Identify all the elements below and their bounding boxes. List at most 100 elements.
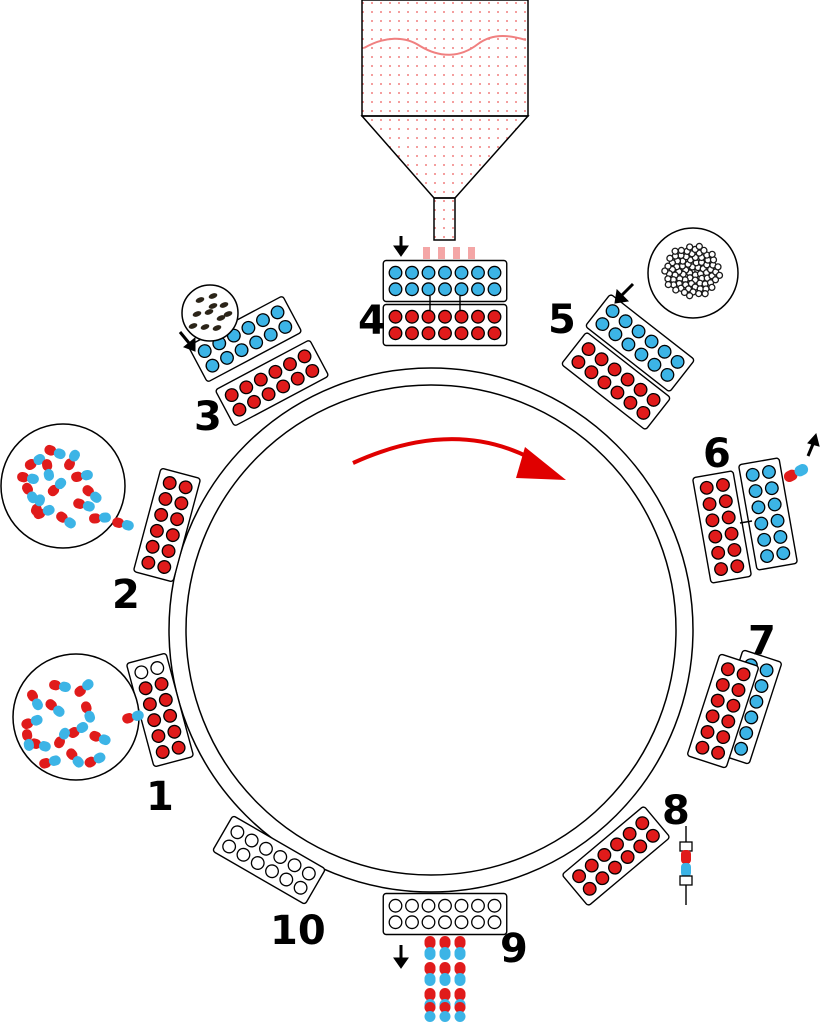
capsule-hole	[581, 342, 596, 357]
capsule-hole	[645, 828, 660, 843]
station-label-1: 1	[146, 774, 174, 820]
station-label-10: 10	[270, 908, 326, 954]
capsule-hole	[714, 562, 728, 577]
capsule-hole	[695, 740, 710, 755]
station-1-mixed-plate	[126, 652, 194, 768]
capsule-hole	[647, 357, 662, 372]
capsule-hole	[454, 915, 469, 930]
capsule-hole	[721, 510, 736, 525]
capsule-hole	[636, 405, 651, 420]
capsule-hole	[293, 880, 308, 895]
station-plates	[126, 259, 809, 1022]
capsule-hole	[265, 864, 279, 879]
capsule-hole	[236, 847, 251, 862]
capsule-hole	[388, 282, 403, 297]
capsule-hole	[646, 392, 661, 407]
capsule-icon	[17, 471, 39, 485]
station-3-blue-plate	[188, 296, 302, 382]
capsule-hole	[757, 532, 772, 547]
capsule-hole	[631, 324, 646, 339]
capsule-hole	[660, 367, 675, 382]
capsule-hole	[147, 713, 162, 728]
capsule-icon	[84, 752, 106, 768]
capsule-hole	[161, 544, 176, 558]
seed-granule	[223, 311, 233, 317]
capsule-icon	[122, 710, 144, 724]
capsule-icon	[66, 748, 84, 768]
station-4-red-plate	[382, 303, 508, 347]
capsule-hole	[622, 826, 637, 841]
capsule-hole	[644, 334, 659, 349]
capsule-hole	[764, 481, 779, 496]
capsule-icon	[27, 689, 43, 711]
turret	[168, 367, 694, 893]
capsule-hole	[249, 335, 264, 350]
capsule-hole	[239, 380, 254, 395]
capsule-hole	[471, 282, 485, 297]
capsule-hole	[487, 265, 502, 280]
capsule-hole	[471, 326, 485, 341]
capsule-icon	[41, 459, 55, 481]
capsule-icon	[64, 449, 80, 471]
capsule-hole	[232, 402, 247, 417]
hopper-icon	[360, 0, 530, 259]
capsule-hole	[597, 848, 612, 862]
capsule-icon	[49, 679, 71, 693]
capsule-hole	[605, 304, 620, 319]
capsule-hole	[716, 730, 731, 745]
capsule-hole	[222, 839, 237, 854]
capsule-hole	[297, 349, 312, 364]
capsule-icon	[67, 722, 89, 738]
capsule-hole	[731, 683, 746, 697]
capsule-hole	[388, 326, 403, 341]
capsule-hole	[744, 710, 759, 725]
capsule-hole	[657, 344, 672, 359]
capsule-hole	[720, 662, 735, 677]
capsule-hole	[388, 898, 403, 913]
capsule-icon	[424, 962, 436, 986]
capsule-hole	[283, 357, 297, 372]
capsule-hole	[594, 352, 609, 367]
capsule-hole	[230, 825, 245, 840]
capsule-hole	[610, 385, 625, 400]
capsule-hole	[607, 362, 622, 377]
capsule-hole	[276, 379, 291, 394]
capsule-hole	[150, 661, 165, 675]
capsule-hole	[572, 869, 587, 884]
capsule-hole	[471, 265, 485, 280]
capsule-hole	[454, 265, 469, 280]
capsule-hole	[618, 314, 633, 329]
capsule-hole	[157, 560, 172, 574]
capsule-hole	[250, 856, 265, 870]
capsule-hole	[471, 898, 485, 913]
capsule-hole	[471, 309, 485, 324]
station-7-red-plate	[687, 653, 759, 769]
capsule-hole	[748, 484, 763, 499]
capsule-hole	[745, 467, 760, 482]
capsule-hole	[454, 898, 469, 913]
capsule-hole	[220, 350, 234, 365]
closed-capsule-side-view	[679, 826, 693, 905]
capsule-icon	[71, 469, 93, 483]
capsule-hole	[711, 545, 726, 560]
capsule-hole	[388, 915, 403, 930]
station-label-5: 5	[548, 297, 576, 343]
capsule-hole	[155, 745, 170, 759]
capsule-hole	[767, 497, 782, 512]
seed-granule	[212, 325, 222, 331]
capsule-icon	[21, 714, 43, 730]
capsule-hole	[608, 327, 623, 342]
rotation-arrowhead	[516, 447, 566, 480]
capsule-hole	[438, 282, 452, 297]
capsule-hole	[405, 265, 419, 280]
capsule-hole	[736, 667, 751, 682]
capsule-hole	[749, 694, 764, 709]
station-numbers: 1 2 3 4 5 6 7 8 9 10	[112, 297, 776, 972]
capsule-hole	[726, 698, 741, 713]
seed-granule	[208, 303, 218, 309]
capsule-hole	[301, 866, 316, 881]
station-label-3: 3	[194, 394, 222, 440]
capsule-hole	[253, 372, 268, 387]
station-label-6: 6	[703, 431, 731, 477]
